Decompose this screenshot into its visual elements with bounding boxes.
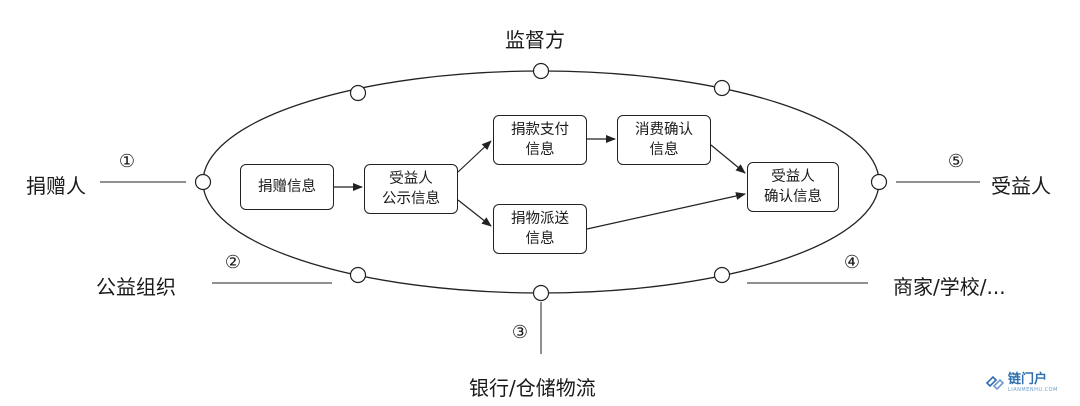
goods-info-box: 捐物派送 信息 [493, 204, 587, 254]
merchant-label: 商家/学校/... [893, 275, 1006, 299]
beneficiary-public-line2: 公示信息 [382, 191, 440, 207]
watermark-logo: 链门户 LIANMENHU.COM [985, 373, 1058, 393]
node-left [194, 173, 212, 191]
beneficiary-confirm-box: 受益人 确认信息 [747, 162, 839, 212]
beneficiary-public-box: 受益人 公示信息 [364, 164, 458, 214]
payment-info-line2: 信息 [525, 142, 555, 158]
donation-info-text: 捐赠信息 [258, 179, 316, 195]
bank-label: 银行/仓储物流 [469, 376, 596, 400]
supervisor-label: 监督方 [505, 28, 565, 52]
arrow-public-to-goods [457, 199, 492, 227]
arrow-public-to-payment [457, 140, 492, 173]
watermark-sub: LIANMENHU.COM [1008, 387, 1058, 393]
goods-info-line1: 捐物派送 [511, 211, 569, 227]
number-4: ④ [843, 252, 861, 273]
goods-info-line2: 信息 [525, 231, 555, 247]
watermark-brand: 链门户 [1008, 372, 1048, 387]
node-right [870, 173, 888, 191]
donation-info-box: 捐赠信息 [240, 164, 334, 210]
chain-link-icon [985, 375, 1005, 391]
number-1: ① [118, 151, 136, 172]
number-5: ⑤ [947, 151, 965, 172]
node-bottom-right [713, 266, 731, 284]
node-top-left [349, 84, 367, 102]
beneficiary-confirm-line1: 受益人 [771, 169, 815, 185]
consumption-info-line2: 信息 [649, 142, 679, 158]
node-top-right [713, 79, 731, 97]
number-3: ③ [511, 322, 529, 343]
arrow-consumption-to-confirm [710, 144, 746, 174]
payment-info-box: 捐款支付 信息 [493, 115, 587, 165]
payment-info-line1: 捐款支付 [511, 122, 569, 138]
donor-label: 捐赠人 [26, 174, 86, 198]
node-bottom-left [349, 266, 367, 284]
beneficiary-label: 受益人 [991, 174, 1051, 198]
node-top [532, 62, 550, 80]
beneficiary-confirm-line2: 确认信息 [764, 189, 822, 205]
beneficiary-public-line1: 受益人 [389, 171, 433, 187]
number-2: ② [224, 252, 242, 273]
arrow-goods-to-confirm [586, 192, 746, 230]
consumption-info-box: 消费确认 信息 [617, 115, 711, 165]
charity-label: 公益组织 [96, 275, 176, 299]
consumption-info-line1: 消费确认 [635, 122, 693, 138]
node-bottom [532, 284, 550, 302]
